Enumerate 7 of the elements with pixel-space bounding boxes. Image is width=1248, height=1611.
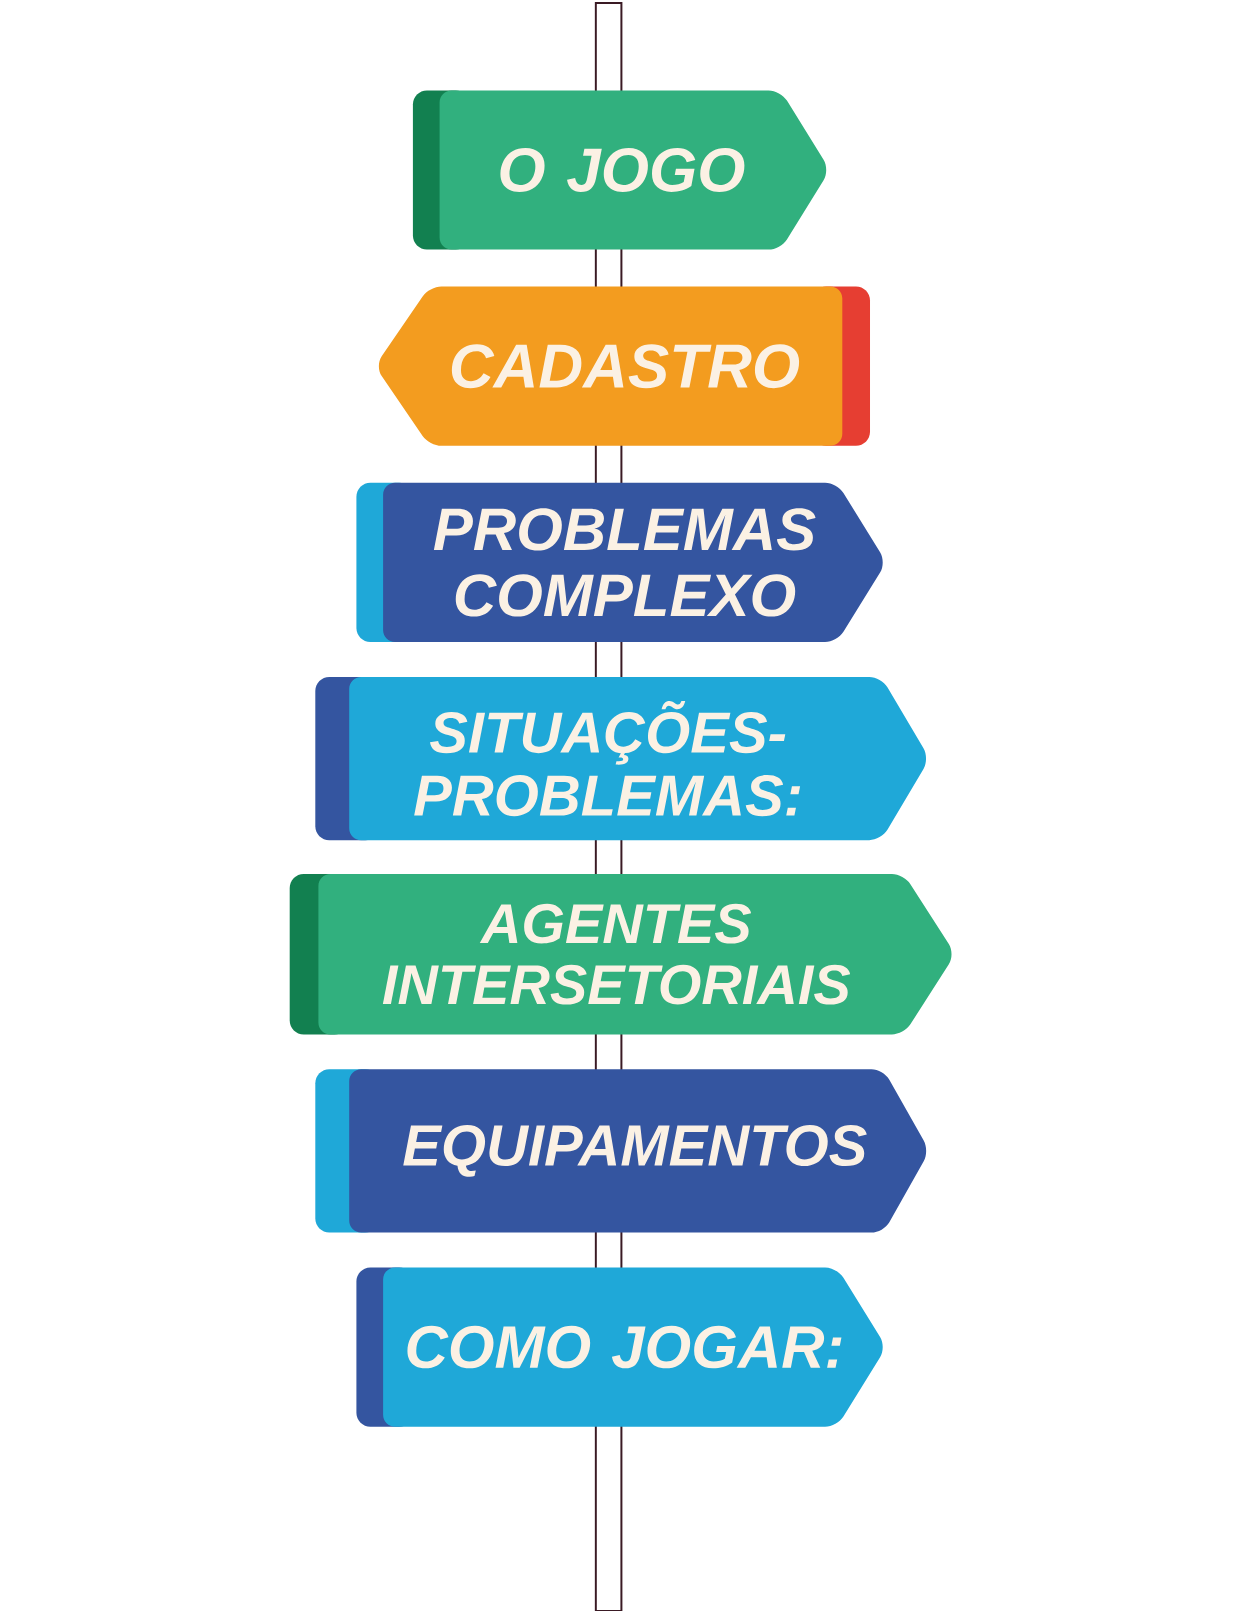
signpost-sign: AGENTES INTERSETORIAIS [289, 874, 952, 1035]
signpost-sign: EQUIPAMENTOS [315, 1069, 927, 1233]
signpost-sign: CADASTRO [378, 286, 870, 446]
signpost-sign: PROBLEMAS COMPLEXO [356, 482, 883, 642]
signpost-sign: O JOGO [412, 90, 827, 250]
signpost-sign: SITUAÇÕES-PROBLEMAS: [315, 676, 927, 841]
signpost-sign: COMO JOGAR: [356, 1267, 883, 1427]
